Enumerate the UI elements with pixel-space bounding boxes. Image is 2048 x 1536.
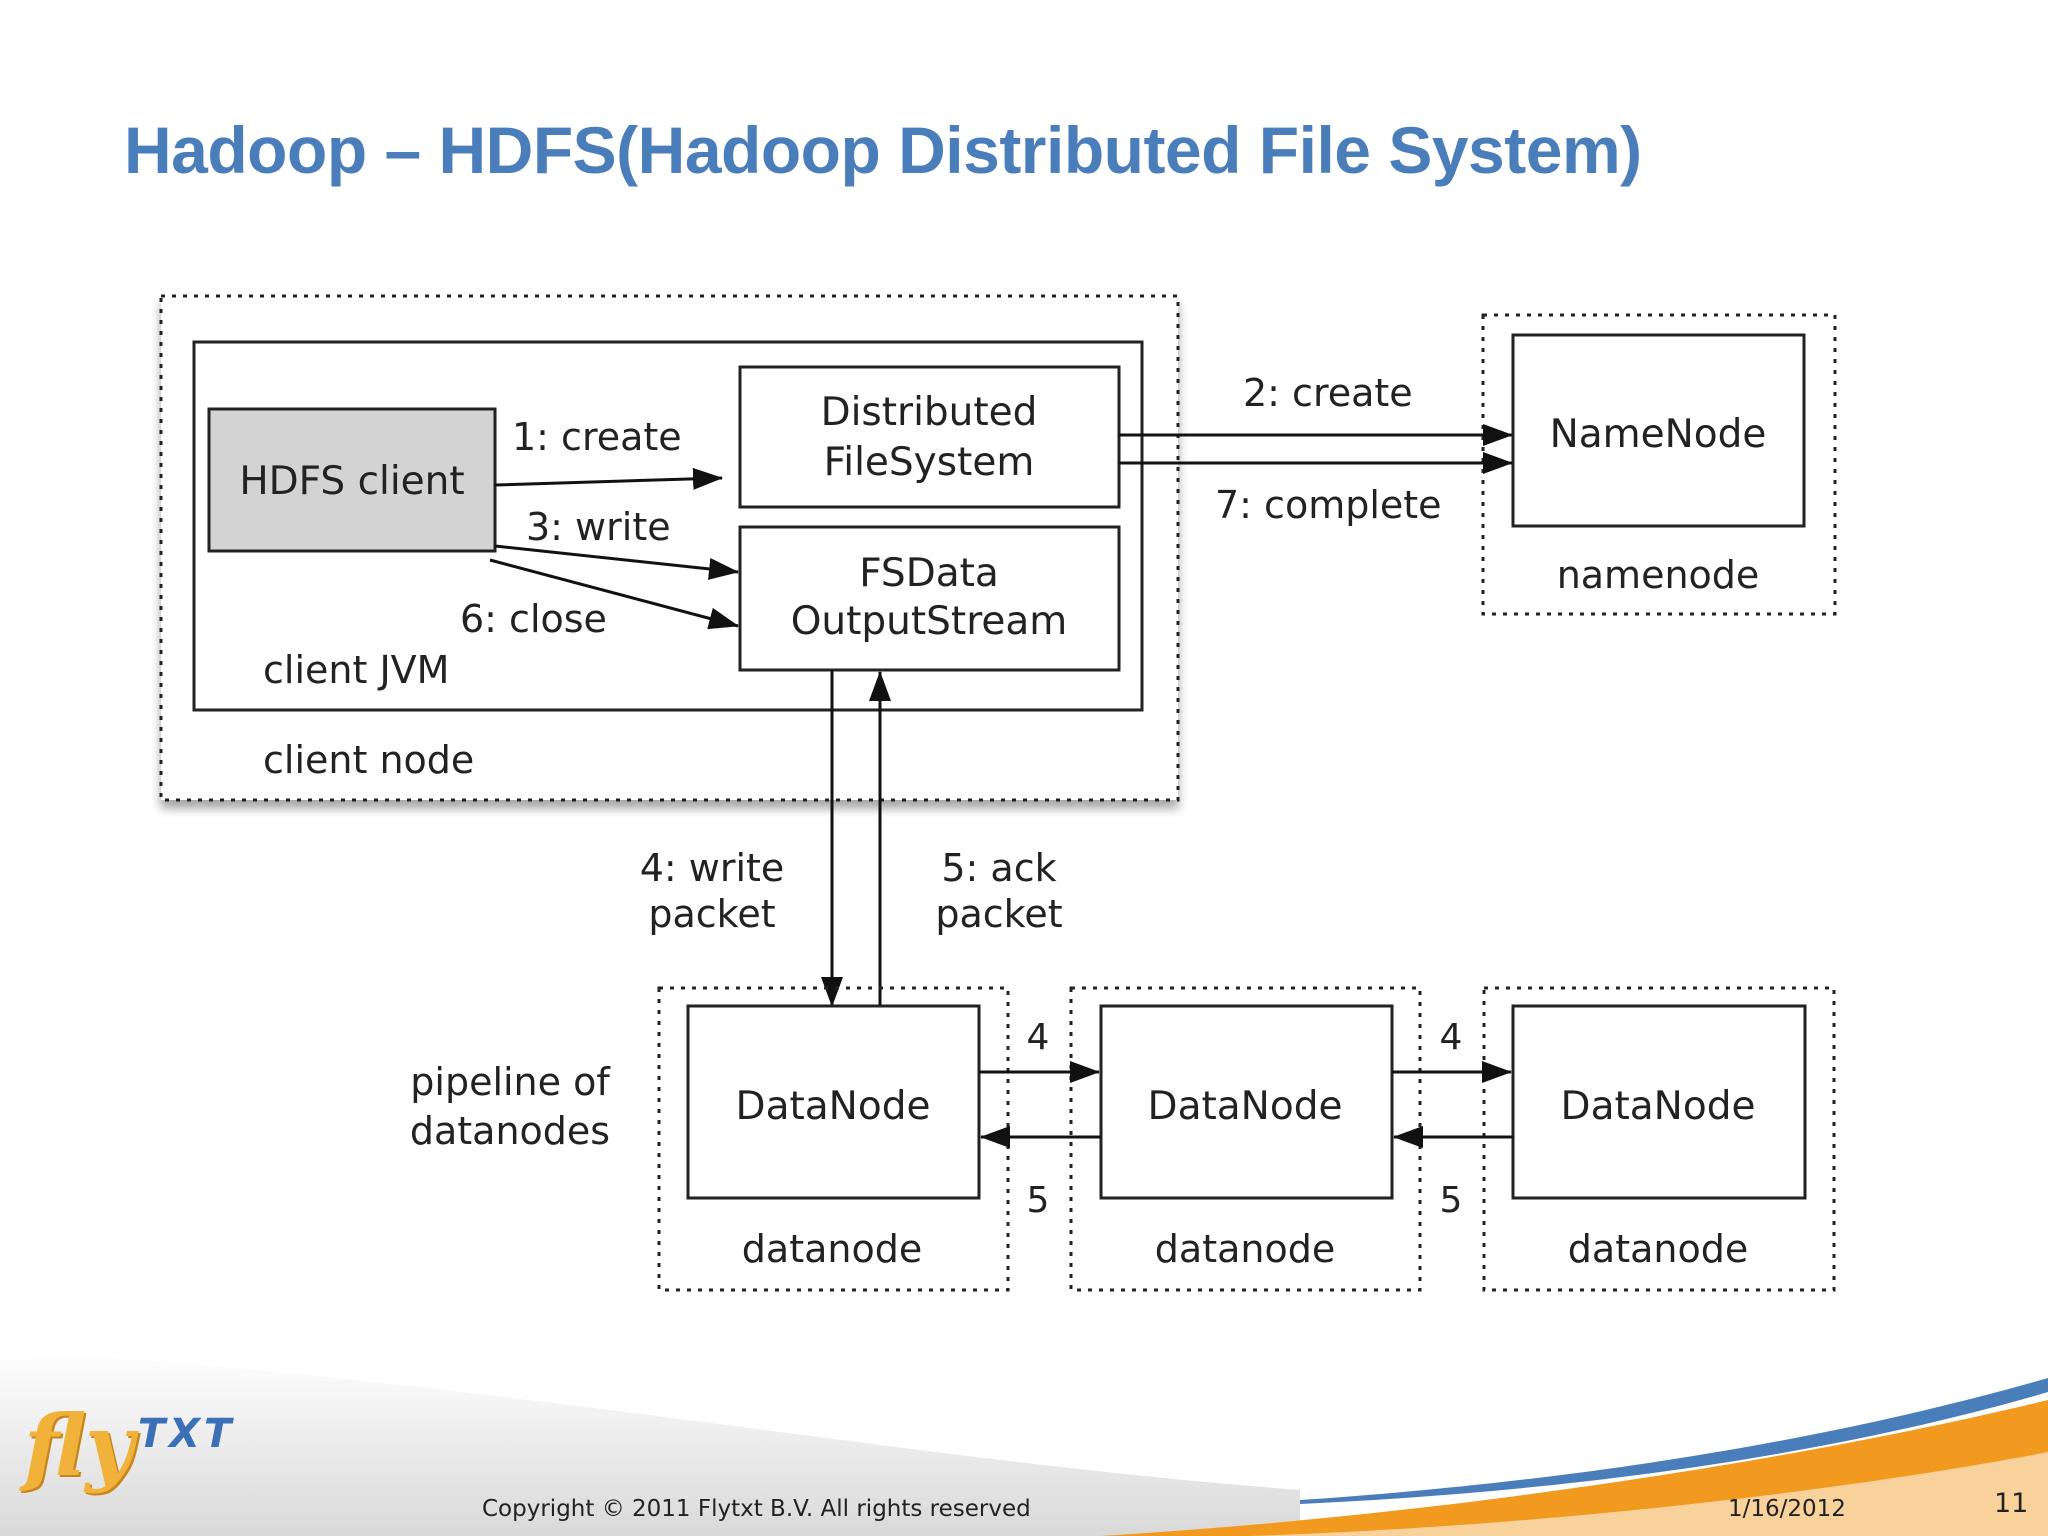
step-close-label: 6: close <box>460 597 607 641</box>
datanode-label-2: DataNode <box>1148 1084 1343 1129</box>
pipeline-forward-label-1: 4 <box>1027 1017 1050 1058</box>
copyright-text: Copyright © 2011 Flytxt B.V. All rights … <box>482 1496 1031 1522</box>
datanode-container-label-3: datanode <box>1568 1227 1748 1271</box>
fsdata-outputstream-box <box>738 525 1121 672</box>
step-rpc-create-label: 2: create <box>1243 371 1413 415</box>
client-jvm-label: client JVM <box>263 648 449 692</box>
logo-txt-text: TXT <box>137 1411 236 1457</box>
fsdata-outputstream-label-line2: OutputStream <box>791 599 1068 644</box>
datanode-container-label-1: datanode <box>742 1227 922 1271</box>
page-number: 11 <box>1994 1488 2029 1519</box>
datanode-box-1 <box>686 1004 981 1200</box>
datanode-box-2 <box>1099 1004 1394 1200</box>
datanode-box-3 <box>1511 1004 1807 1200</box>
datanode-container-3 <box>1482 986 1836 1292</box>
arrow-close <box>489 558 739 630</box>
step-write-packet-label-line1: 4: write <box>640 846 785 890</box>
logo-fly-text: fly <box>24 1396 134 1495</box>
hdfs-client-box <box>207 407 497 553</box>
datanode-label-1: DataNode <box>736 1084 931 1129</box>
flytxt-logo: fly TXT <box>24 1398 235 1488</box>
namenode-container <box>1481 313 1837 616</box>
datanode-container-label-2: datanode <box>1155 1227 1335 1271</box>
fsdata-outputstream-label-line1: FSData <box>859 551 999 596</box>
pipeline-label-line2: datanodes <box>410 1109 610 1153</box>
datanode-container-1 <box>657 986 1010 1292</box>
step-ack-packet-label-line2: packet <box>935 892 1062 936</box>
namenode-box <box>1511 333 1806 528</box>
namenode-container-label: namenode <box>1557 553 1760 597</box>
client-node-label: client node <box>263 738 474 782</box>
slide-date: 1/16/2012 <box>1728 1496 1846 1522</box>
pipeline-ack-label-2: 5 <box>1440 1180 1463 1221</box>
distributed-filesystem-label-line1: Distributed <box>821 390 1038 435</box>
step-complete-label: 7: complete <box>1215 483 1442 527</box>
arrow-create <box>494 467 723 490</box>
pipeline-ack-label-1: 5 <box>1027 1180 1050 1221</box>
client-jvm-container <box>192 340 1144 712</box>
pipeline-label-line1: pipeline of <box>410 1060 611 1104</box>
distributed-filesystem-box <box>738 365 1121 509</box>
arrow-write <box>494 544 739 580</box>
step-ack-packet-label-line1: 5: ack <box>941 846 1056 890</box>
step-write-packet-label-line2: packet <box>648 892 775 936</box>
distributed-filesystem-label-line2: FileSystem <box>824 440 1035 485</box>
slide-title: Hadoop – HDFS(Hadoop Distributed File Sy… <box>124 113 1642 187</box>
datanode-container-2 <box>1069 986 1422 1292</box>
pipeline-forward-label-2: 4 <box>1440 1017 1463 1058</box>
step-create-label: 1: create <box>512 415 682 459</box>
namenode-label: NameNode <box>1550 412 1767 457</box>
hdfs-client-label: HDFS client <box>239 459 464 504</box>
step-write-label: 3: write <box>526 505 671 549</box>
datanode-label-3: DataNode <box>1561 1084 1756 1129</box>
footer-band <box>0 1350 2048 1536</box>
